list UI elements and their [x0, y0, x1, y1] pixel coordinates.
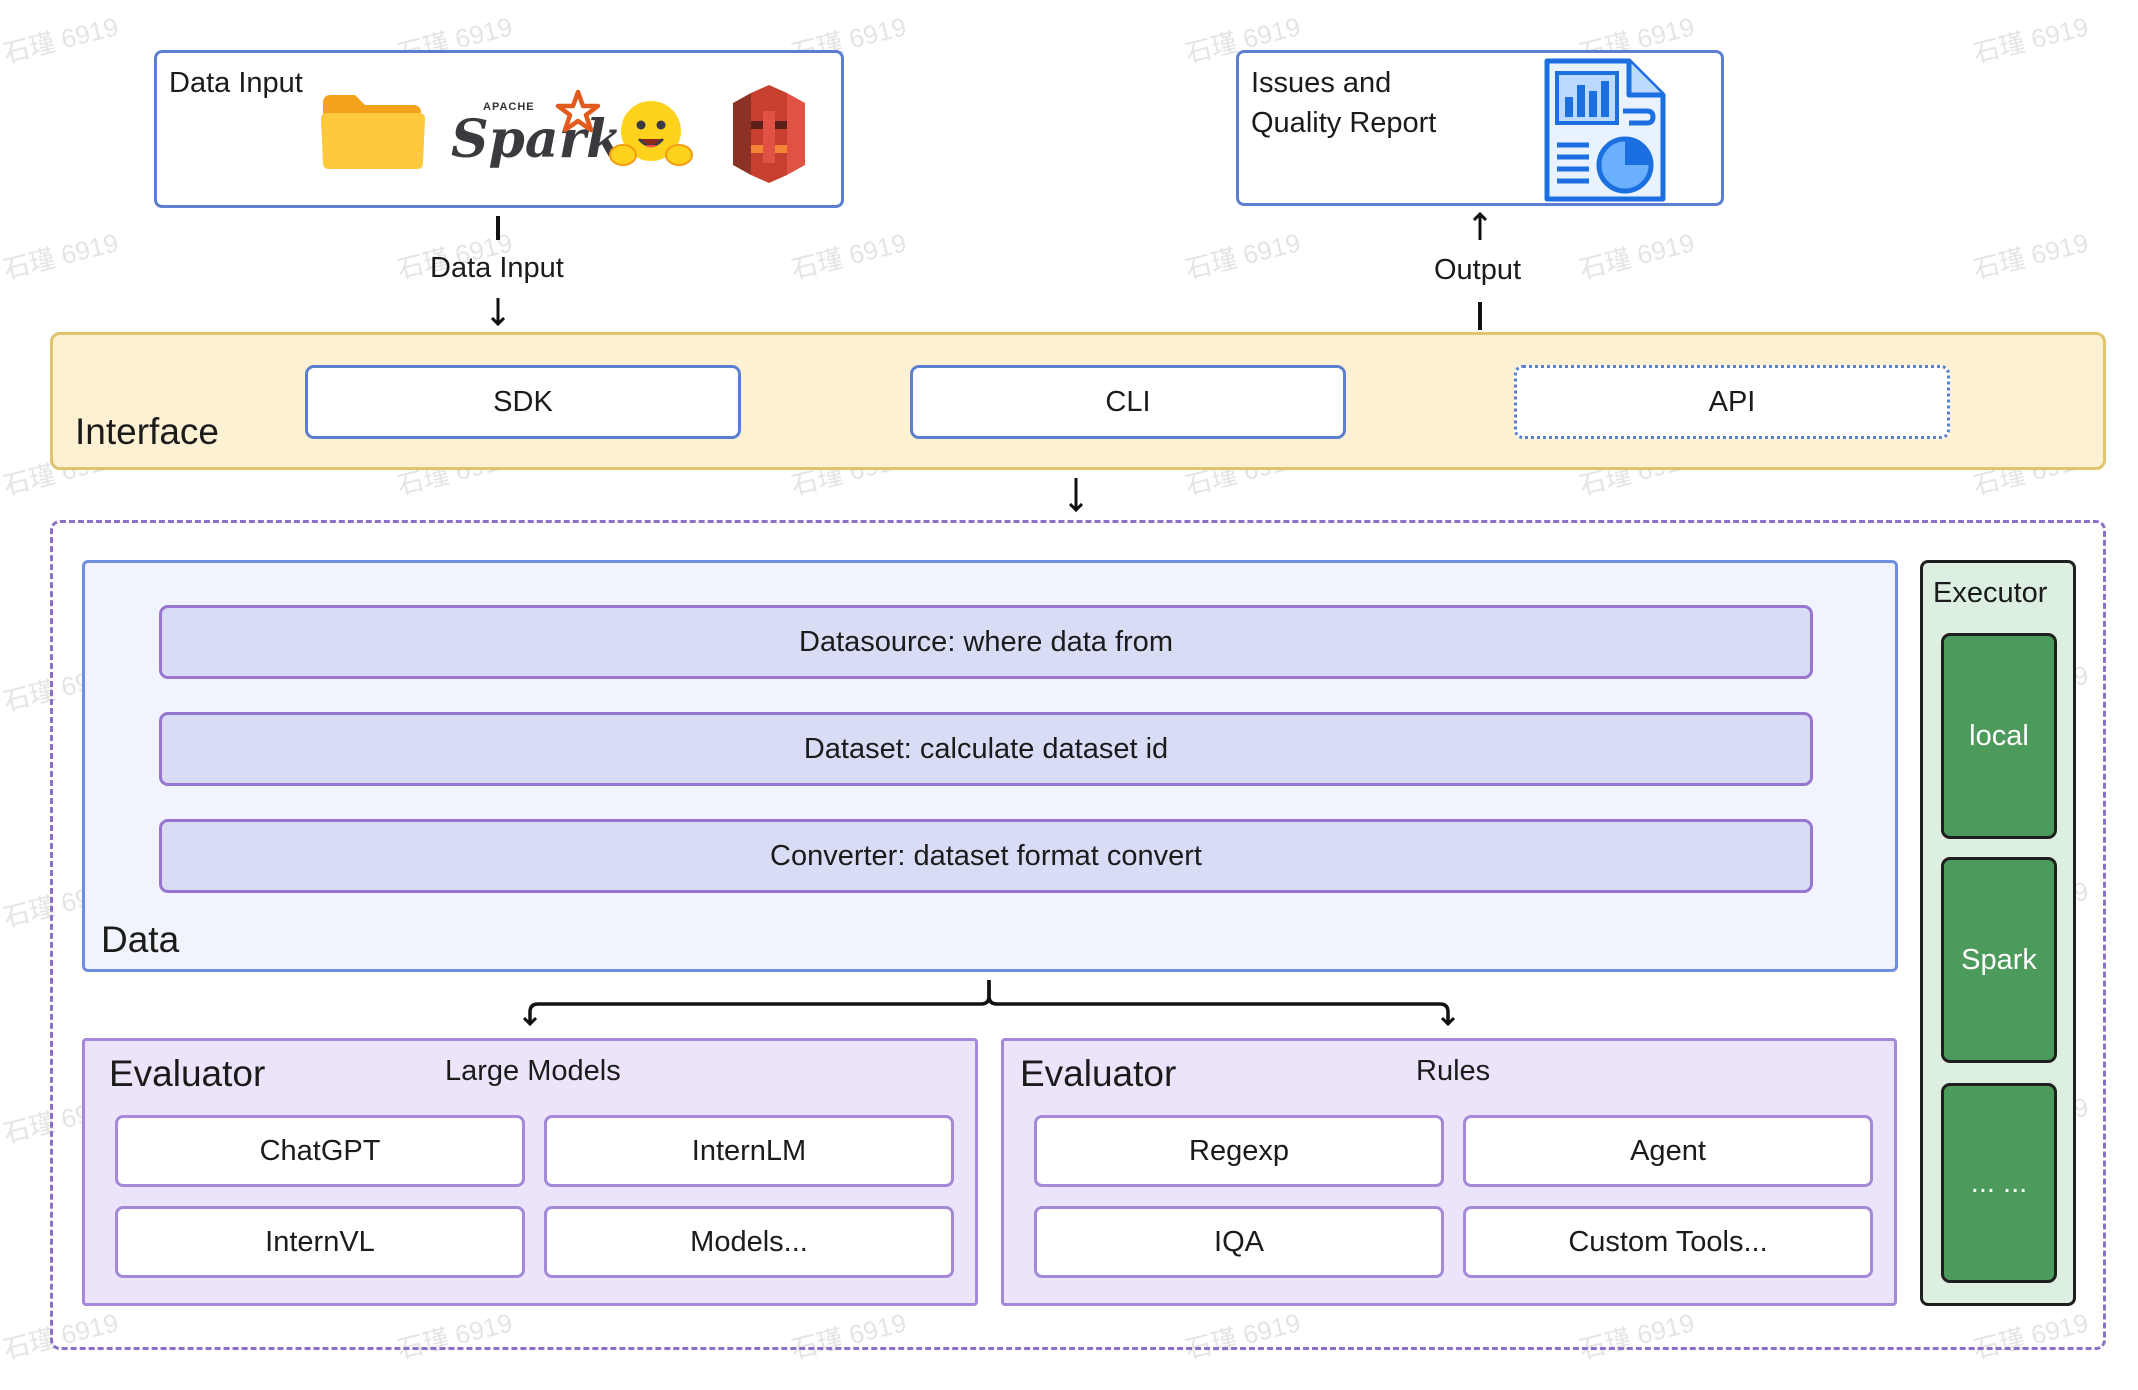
datasource-step: Datasource: where data from — [159, 605, 1813, 679]
agent-button[interactable]: Agent — [1463, 1115, 1873, 1187]
sdk-button[interactable]: SDK — [305, 365, 741, 439]
data-input-box: Data Input APACHE Spark — [154, 50, 844, 208]
evaluator-right-label: Evaluator — [1020, 1053, 1177, 1094]
output-arrow-label: Output — [1434, 254, 1522, 286]
regexp-button[interactable]: Regexp — [1034, 1115, 1444, 1187]
large-models-subtitle: Large Models — [445, 1055, 621, 1087]
evaluator-rules-panel: Evaluator Rules Regexp Agent IQA Custom … — [1001, 1038, 1897, 1306]
evaluator-left-label: Evaluator — [109, 1053, 266, 1094]
cli-button[interactable]: CLI — [910, 365, 1346, 439]
executor-spark-button[interactable]: Spark — [1941, 857, 2057, 1063]
chatgpt-button[interactable]: ChatGPT — [115, 1115, 525, 1187]
executor-more-button[interactable]: ... ... — [1941, 1083, 2057, 1283]
executor-panel: Executor local Spark ... ... — [1920, 560, 2076, 1306]
folder-icon — [321, 95, 425, 169]
converter-step: Converter: dataset format convert — [159, 819, 1813, 893]
executor-local-button[interactable]: local — [1941, 633, 2057, 839]
data-label: Data — [101, 919, 180, 960]
dataset-step: Dataset: calculate dataset id — [159, 712, 1813, 786]
report-title-line2: Quality Report — [1251, 107, 1437, 139]
data-panel: Datasource: where data from Dataset: cal… — [82, 560, 1898, 972]
models-more-button[interactable]: Models... — [544, 1206, 954, 1278]
rules-subtitle: Rules — [1416, 1055, 1491, 1087]
interface-band: Interface SDK CLI API — [50, 332, 2106, 470]
report-document-icon — [1544, 58, 1666, 202]
hugging-face-emoji — [609, 101, 693, 166]
report-title-line1: Issues and — [1251, 67, 1392, 99]
internlm-button[interactable]: InternLM — [544, 1115, 954, 1187]
aws-s3-logo — [733, 85, 805, 183]
spark-label: Spark — [451, 109, 623, 170]
iqa-button[interactable]: IQA — [1034, 1206, 1444, 1278]
evaluator-large-models-panel: Evaluator Large Models ChatGPT InternLM … — [82, 1038, 978, 1306]
executor-label: Executor — [1933, 577, 2048, 609]
custom-tools-button[interactable]: Custom Tools... — [1463, 1206, 1873, 1278]
data-input-arrow-label: Data Input — [430, 252, 564, 284]
internvl-button[interactable]: InternVL — [115, 1206, 525, 1278]
spark-small-label: APACHE — [483, 101, 535, 113]
api-button[interactable]: API — [1514, 365, 1950, 439]
quality-report-box: Issues and Quality Report — [1236, 50, 1724, 206]
data-input-title: Data Input — [169, 67, 303, 99]
interface-label: Interface — [75, 411, 219, 452]
engine-container — [50, 520, 2106, 1350]
apache-spark-logo: APACHE Spark — [451, 87, 622, 177]
